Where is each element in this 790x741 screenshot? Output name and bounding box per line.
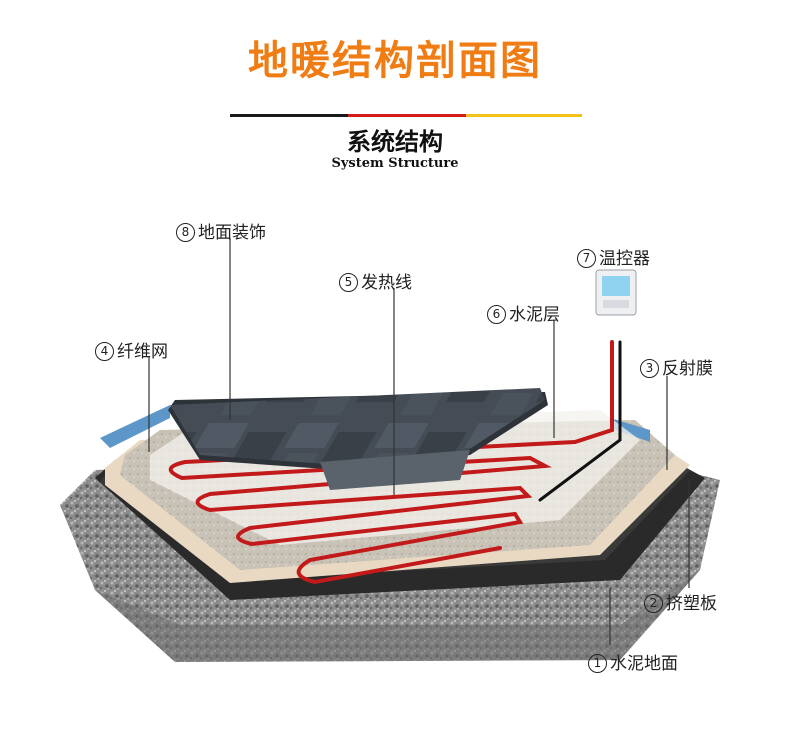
heating-wire xyxy=(168,340,622,585)
section-title-en: System Structure xyxy=(331,156,459,171)
leader-lines xyxy=(148,238,690,645)
floor-tiles-layer xyxy=(168,388,548,490)
page-title: 地暖结构剖面图 xyxy=(248,38,542,84)
divider-black xyxy=(230,114,348,117)
divider-red xyxy=(348,114,466,117)
section-title: 系统结构 xyxy=(347,128,443,156)
thermostat-device xyxy=(595,269,637,316)
divider-yellow xyxy=(466,114,582,117)
